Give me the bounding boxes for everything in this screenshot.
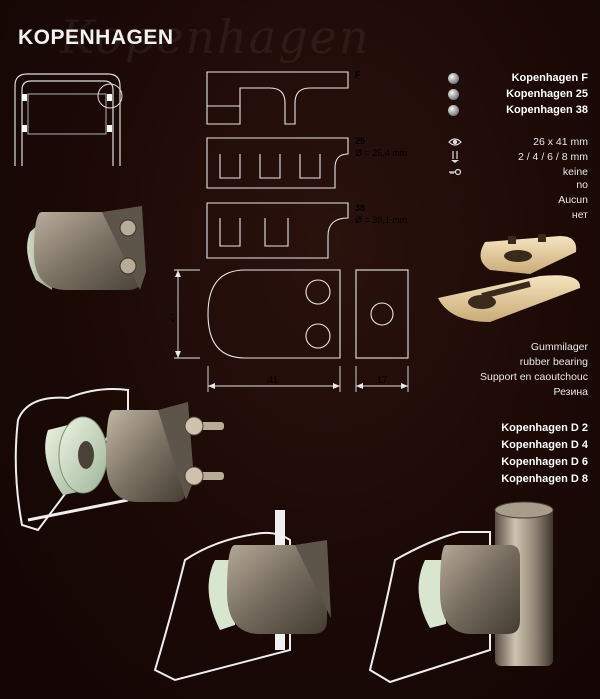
variant-item: Kopenhagen 38 — [448, 102, 588, 118]
steel-ball-icon — [448, 104, 459, 116]
label-f: F — [355, 70, 361, 80]
watermark-text: Kopenhagen — [60, 10, 371, 64]
dim-width: 41 — [268, 375, 278, 385]
spec-lock-line: нет — [571, 209, 588, 221]
technical-drawing: F 25 Ø = 25,4 mm 38 Ø = 38,1 mm 27 41 17 — [170, 70, 409, 392]
clamp-marker — [107, 125, 112, 132]
rubber-line: Support en caoutchouc — [480, 371, 588, 383]
rubber-line: Резина — [553, 386, 588, 398]
model-list: Kopenhagen D 2 Kopenhagen D 4 Kopenhagen… — [430, 420, 588, 488]
variant-label: Kopenhagen 38 — [506, 104, 588, 116]
model-item: Kopenhagen D 8 — [501, 473, 588, 485]
spec-size: 26 x 41 mm — [448, 134, 588, 149]
variant-label: Kopenhagen 25 — [506, 88, 588, 100]
model-item: Kopenhagen D 2 — [501, 422, 588, 434]
spec-lock-line: Aucun — [558, 194, 588, 206]
variant-label: Kopenhagen F — [511, 72, 588, 84]
steel-ball-icon — [448, 72, 459, 84]
front-view — [207, 269, 341, 359]
clamp-marker — [107, 94, 112, 101]
key-icon — [449, 168, 462, 175]
rubber-bearing-text: Gummilager rubber bearing Support en cao… — [430, 340, 588, 400]
steel-ball-icon — [448, 88, 459, 100]
page-title: KOPENHAGEN — [18, 26, 174, 49]
variant-list: Kopenhagen F Kopenhagen 25 Kopenhagen 38 — [448, 70, 588, 118]
label-25: 25 — [355, 136, 365, 146]
dim-depth: 17 — [377, 375, 387, 385]
installation-schematic — [14, 73, 123, 166]
label-38: 38 — [355, 203, 365, 213]
spec-lock-line: no — [576, 179, 588, 191]
rubber-bearing-render — [438, 234, 581, 322]
spec-list: 26 x 41 mm 2 / 4 / 6 / 8 mm keine no Auc… — [448, 134, 588, 224]
model-item: Kopenhagen D 4 — [501, 439, 588, 451]
clamp-exploded-render — [14, 388, 224, 532]
clamp-marker — [22, 125, 27, 132]
profile-25 — [206, 137, 349, 189]
spec-lock-line: keine — [562, 165, 588, 178]
clamp-on-tube-render — [368, 501, 554, 684]
clamp-render-small — [27, 206, 146, 290]
glass-thickness-icon — [451, 150, 459, 163]
label-38-diameter: Ø = 38,1 mm — [355, 215, 407, 225]
variant-item: Kopenhagen F — [448, 70, 588, 86]
clamp-on-glass-render — [153, 510, 331, 682]
spec-lock: keine — [448, 164, 588, 179]
spec-size-value: 26 x 41 mm — [533, 135, 588, 148]
variant-item: Kopenhagen 25 — [448, 86, 588, 102]
eye-icon — [448, 137, 462, 146]
spec-thickness-value: 2 / 4 / 6 / 8 mm — [517, 150, 588, 163]
profile-38 — [206, 202, 349, 259]
rubber-line: Gummilager — [530, 341, 588, 353]
side-view — [355, 269, 409, 359]
label-25-diameter: Ø = 25,4 mm — [355, 148, 407, 158]
spec-thickness: 2 / 4 / 6 / 8 mm — [448, 149, 588, 164]
dim-height: 27 — [170, 312, 176, 322]
model-item: Kopenhagen D 6 — [501, 456, 588, 468]
clamp-marker — [22, 94, 27, 101]
profile-f — [206, 71, 349, 125]
rubber-line: rubber bearing — [519, 356, 588, 368]
